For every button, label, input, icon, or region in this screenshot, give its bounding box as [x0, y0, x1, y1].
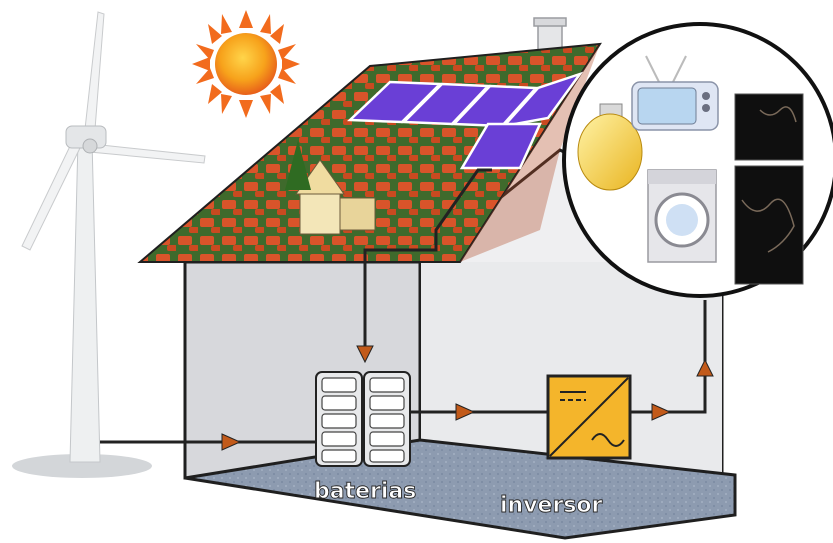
inverter-icon [546, 374, 632, 460]
refrigerator-icon [734, 93, 804, 285]
inverter-label: inversor [500, 493, 603, 518]
solar-panel-icon [346, 71, 584, 170]
light-bulb-icon [577, 103, 643, 191]
batteries-label: baterias [314, 479, 416, 504]
washing-machine-icon [647, 169, 717, 263]
sun-icon [192, 10, 300, 118]
battery-icon [315, 371, 411, 467]
wind-turbine-icon [12, 11, 206, 478]
appliances-callout [562, 22, 833, 298]
flow-arrows [221, 345, 714, 451]
dormer-decoration [285, 140, 376, 235]
television-icon [631, 55, 719, 131]
